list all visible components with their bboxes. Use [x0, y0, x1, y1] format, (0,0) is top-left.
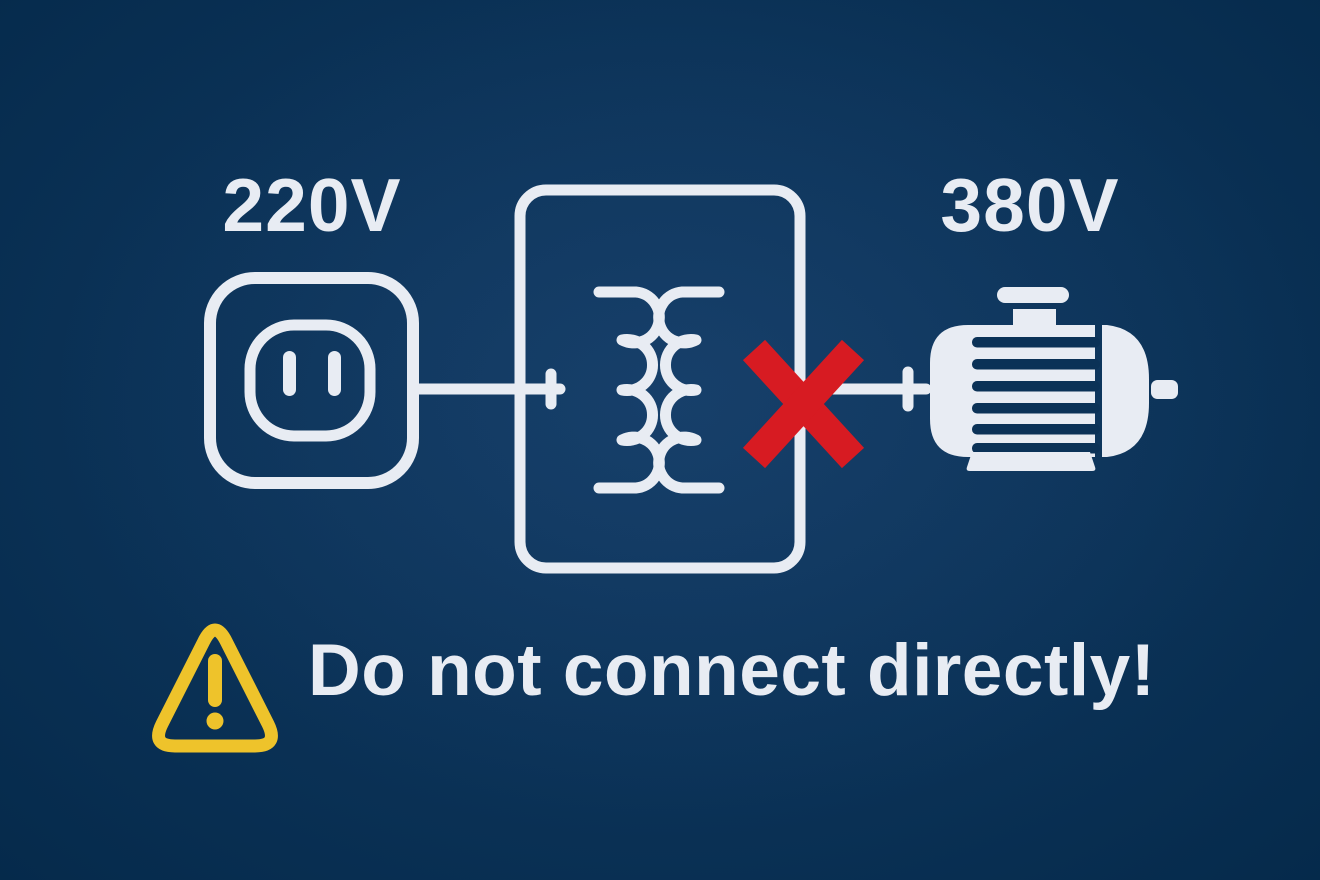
warning-triangle-icon	[152, 623, 278, 753]
outlet-plate	[204, 272, 419, 489]
warning-triangle-outline	[152, 623, 278, 753]
secondary-winding	[653, 286, 725, 494]
motor-terminal-neck	[1013, 309, 1056, 326]
motor-fin-slot	[972, 403, 1100, 414]
motor-fin-slot	[972, 424, 1100, 435]
warning-text: Do not connect directly!	[308, 630, 1156, 711]
motor-fin-slot	[972, 381, 1100, 392]
outlet-slot-left	[283, 351, 296, 396]
motor-terminal-cap	[997, 287, 1069, 303]
red-x-icon	[742, 339, 865, 469]
motor-fin-slot	[972, 443, 1100, 454]
motor-voltage-label: 380V	[940, 163, 1120, 247]
motor-end-cap	[1102, 325, 1149, 457]
motor-base	[966, 452, 1096, 471]
primary-winding	[593, 286, 665, 494]
motor-fin-slot	[972, 359, 1100, 370]
motor-icon	[930, 287, 1178, 471]
transformer-icon	[514, 184, 806, 574]
motor-fin-slot	[972, 337, 1100, 348]
transformer-enclosure	[514, 184, 806, 574]
motor-fins	[972, 337, 1100, 454]
motor-shaft	[1151, 380, 1178, 399]
outlet-slot-right	[328, 351, 341, 396]
warning-exclamation-dot	[206, 712, 224, 730]
input-wire	[407, 368, 566, 410]
red-x-stroke-2	[742, 339, 865, 469]
power-outlet-icon	[204, 272, 419, 489]
outlet-face	[244, 319, 376, 442]
source-voltage-label: 220V	[222, 163, 402, 247]
